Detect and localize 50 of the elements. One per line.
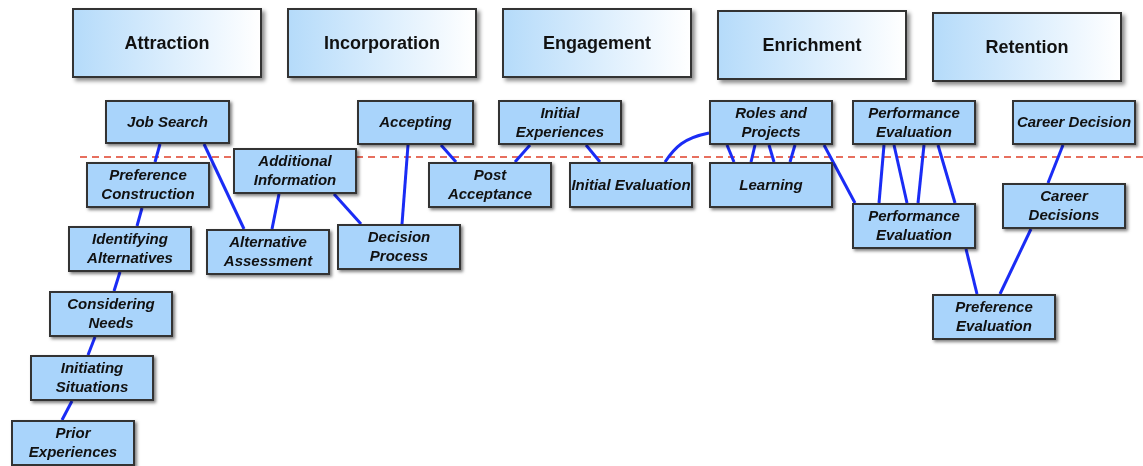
connector-line [892,144,909,204]
process-box: Career Decisions [1002,183,1126,229]
stage-header-box: Retention [932,12,1122,82]
process-box: Preference Evaluation [932,294,1056,340]
process-box: Preference Construction [86,162,210,208]
process-box: Decision Process [337,224,461,270]
stage-header-box: Incorporation [287,8,477,78]
process-box: Alternative Assessment [206,229,330,275]
connector-line [439,144,458,163]
process-box: Initiating Situations [30,355,154,401]
connector-line [112,271,122,292]
process-box: Identifying Alternatives [68,226,192,272]
connector-line [767,144,776,163]
stage-header-box: Enrichment [717,10,907,80]
connector-line [964,248,979,295]
connector-line [135,207,144,227]
connector-line [749,144,757,163]
connector-line [400,144,410,225]
connector-line [153,143,162,163]
connector-line [916,144,926,204]
connector-line [936,144,957,204]
process-box: Initial Experiences [498,100,622,145]
connector-line [60,400,74,421]
connector-line [332,193,363,225]
connector-line [998,228,1033,295]
process-box: Roles and Projects [709,100,833,145]
process-box: Performance Evaluation [852,203,976,249]
process-box: Accepting [357,100,474,145]
process-box: Initial Evaluation [569,162,693,208]
connector-line [1046,144,1065,184]
stage-header-box: Attraction [72,8,262,78]
connector-line [663,131,710,163]
process-box: Additional Information [233,148,357,194]
process-box: Prior Experiences [11,420,135,466]
process-box: Performance Evaluation [852,100,976,145]
connector-line [86,336,97,356]
connector-line [725,144,736,163]
connector-line [202,143,246,230]
connector-line [513,144,532,163]
connector-line [584,144,602,163]
process-box: Learning [709,162,833,208]
connector-line [788,144,797,163]
connector-line [822,144,857,204]
process-box: Post Acceptance [428,162,552,208]
connector-line [270,193,281,230]
process-box: Considering Needs [49,291,173,337]
stage-header-box: Engagement [502,8,692,78]
connector-line [877,144,886,204]
process-box: Career Decision [1012,100,1136,145]
process-box: Job Search [105,100,230,144]
